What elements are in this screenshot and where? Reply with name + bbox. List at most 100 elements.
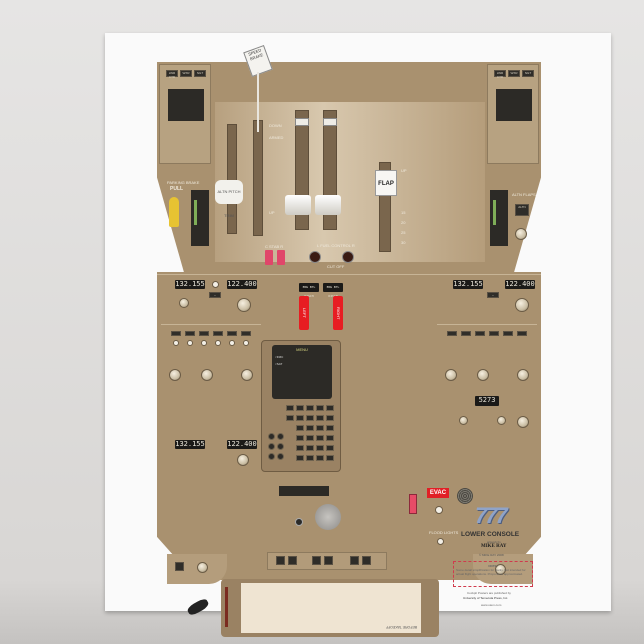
fuel-control-switch-right[interactable] <box>342 251 354 263</box>
bottom-button-6[interactable] <box>362 556 371 565</box>
thrust-lever-left[interactable] <box>285 195 311 215</box>
wxr-button-right[interactable]: WXR <box>508 70 520 77</box>
transponder-display: 5273 <box>475 396 499 406</box>
crew-alert-left-knob[interactable] <box>197 562 208 573</box>
rudder-trim-reset[interactable] <box>295 518 303 526</box>
stab-cutout-label: C STAB R <box>265 244 284 249</box>
radio-right-transfer-button[interactable]: ⇔ <box>487 292 499 298</box>
right-display-module: LWR CTR WXR NGT <box>487 64 539 164</box>
flap-mark-30: 30 <box>401 240 406 245</box>
evac-command-button[interactable]: EVAC <box>427 488 449 498</box>
note-body: Some detail simplification for clarity. … <box>456 568 526 576</box>
stab-cutout-switch-c[interactable] <box>265 250 273 265</box>
fire-handle-right[interactable]: RIGHT <box>333 296 343 330</box>
lwr-ctr-button-right[interactable]: LWR CTR <box>494 70 506 79</box>
transponder-knob-1[interactable] <box>459 416 468 425</box>
divider <box>157 274 541 275</box>
radio-left-active-display: 132.155 <box>175 280 205 289</box>
radio-right-tune-knob[interactable] <box>515 298 529 312</box>
thrust-lever-right[interactable] <box>315 195 341 215</box>
flap-handle[interactable]: FLAP <box>375 170 397 196</box>
wxr-button-left[interactable]: WXR <box>180 70 192 77</box>
flood-lights-label: FLOOD LIGHTS <box>429 530 459 535</box>
poster-sheet: LWR CTR WXR NGT LWR CTR WXR NGT SPEED BR… <box>105 33 611 637</box>
flood-lights-switch[interactable] <box>437 538 444 545</box>
title-block: 777 LOWER CONSOLE artwork by MIKE RAY © … <box>445 503 585 623</box>
poster-title: LOWER CONSOLE <box>461 531 520 538</box>
altn-flaps-selector[interactable] <box>515 228 527 240</box>
wx-button[interactable] <box>175 562 184 571</box>
parking-brake-label: PARKING BRAKE <box>167 180 200 185</box>
cdu-keypad <box>286 405 334 467</box>
speedbrake-down-label: DOWN <box>269 123 282 128</box>
bottom-button-5[interactable] <box>350 556 359 565</box>
radio-left-volume-knob[interactable] <box>179 298 189 308</box>
speedbrake-up-label: UP <box>269 210 275 215</box>
speedbrake-slot <box>253 120 263 236</box>
artist-name: MIKE RAY <box>481 544 507 549</box>
evac-horn-speaker <box>457 488 473 504</box>
cdu-title: MENU <box>296 347 308 352</box>
stab-cutout-switch-r[interactable] <box>277 250 285 265</box>
fuel-control-switch-left[interactable] <box>309 251 321 263</box>
crew-alert-right-knob[interactable] <box>495 564 506 575</box>
bottom-button-2[interactable] <box>288 556 297 565</box>
stab-position-gauge-right <box>490 190 508 246</box>
alt-pitch-trim-switch[interactable]: ALTN PITCH TRIM <box>215 180 243 218</box>
lower-console: LWR CTR WXR NGT LWR CTR WXR NGT SPEED BR… <box>157 45 541 637</box>
lwr-ctr-button-left[interactable]: LWR CTR <box>166 70 178 79</box>
radio-left-tune-knob[interactable] <box>237 298 251 312</box>
toga-switch-left[interactable] <box>295 118 309 126</box>
fuel-control-label: L FUEL CONTROL R <box>317 243 355 248</box>
bottle-disch-left: ENG BTL DISCH <box>299 283 319 298</box>
777-logo: 777 <box>475 503 508 528</box>
bottle-disch-right: ENG BTL DISCH <box>323 283 343 298</box>
left-display-screen <box>168 89 204 121</box>
flap-mark-up: UP <box>401 168 407 173</box>
transponder-knob-2[interactable] <box>497 416 506 425</box>
website[interactable]: www.utem.com <box>481 603 502 607</box>
radio-left-standby-display: 122.400 <box>227 280 257 289</box>
evac-cover-switch[interactable] <box>409 494 417 514</box>
radio-lower-standby-display: 122.400 <box>227 440 257 449</box>
evac-horn-switch[interactable] <box>435 506 443 514</box>
flap-mark-20: 20 <box>401 220 406 225</box>
note-box: NOTE: Some detail simplification for cla… <box>453 561 533 587</box>
checklist-card: BEFORE TAKEOFF <box>241 583 421 633</box>
cdu-sat-line: <SAT <box>275 362 283 366</box>
right-display-screen <box>496 89 532 121</box>
cdu-fmc-line: <FMC <box>275 355 284 359</box>
ngt-button-left[interactable]: NGT <box>194 70 206 77</box>
crew-alert-right-panel <box>473 554 533 584</box>
rudder-trim-knob[interactable] <box>315 504 341 530</box>
transponder-mode-selector[interactable] <box>517 416 529 428</box>
aileron-rudder-trim-indicator <box>279 486 329 496</box>
bottom-button-4[interactable] <box>324 556 333 565</box>
stab-position-gauge-left <box>191 190 209 246</box>
ngt-button-right[interactable]: NGT <box>522 70 534 77</box>
altn-flaps-arm-button[interactable]: ALTN <box>515 204 529 216</box>
radio-lower-tune-knob[interactable] <box>237 454 249 466</box>
cdu-screen: MENU <FMC <SAT <box>272 345 332 399</box>
checklist-holder: BEFORE TAKEOFF <box>221 579 439 637</box>
bottom-button-3[interactable] <box>312 556 321 565</box>
radio-left-offside-light <box>212 281 219 288</box>
parking-brake-pull-label: PULL <box>170 186 184 192</box>
fire-handle-left[interactable]: LEFT <box>299 296 309 330</box>
toga-switch-right[interactable] <box>323 118 337 126</box>
flap-mark-15: 15 <box>401 210 406 215</box>
bottom-button-1[interactable] <box>276 556 285 565</box>
fuel-cutoff-label: CUT OFF <box>327 264 345 269</box>
cdu: MENU <FMC <SAT <box>261 340 341 472</box>
publisher-line1: Cockpit Posters are published by <box>467 591 511 595</box>
radio-left-transfer-button[interactable]: ⇔ <box>209 292 221 298</box>
note-title: NOTE: <box>488 564 498 568</box>
alt-pitch-trim-slot <box>227 124 237 234</box>
parking-brake-handle[interactable] <box>169 197 179 227</box>
speedbrake-lever <box>257 72 259 132</box>
card-clip <box>225 587 228 627</box>
microphone-cord <box>185 597 211 617</box>
pedestal-body <box>157 272 541 580</box>
publisher-line2: University of Temecula Press, Inc. <box>463 596 509 600</box>
copyright: © MIKE RAY 2008 <box>479 553 504 557</box>
